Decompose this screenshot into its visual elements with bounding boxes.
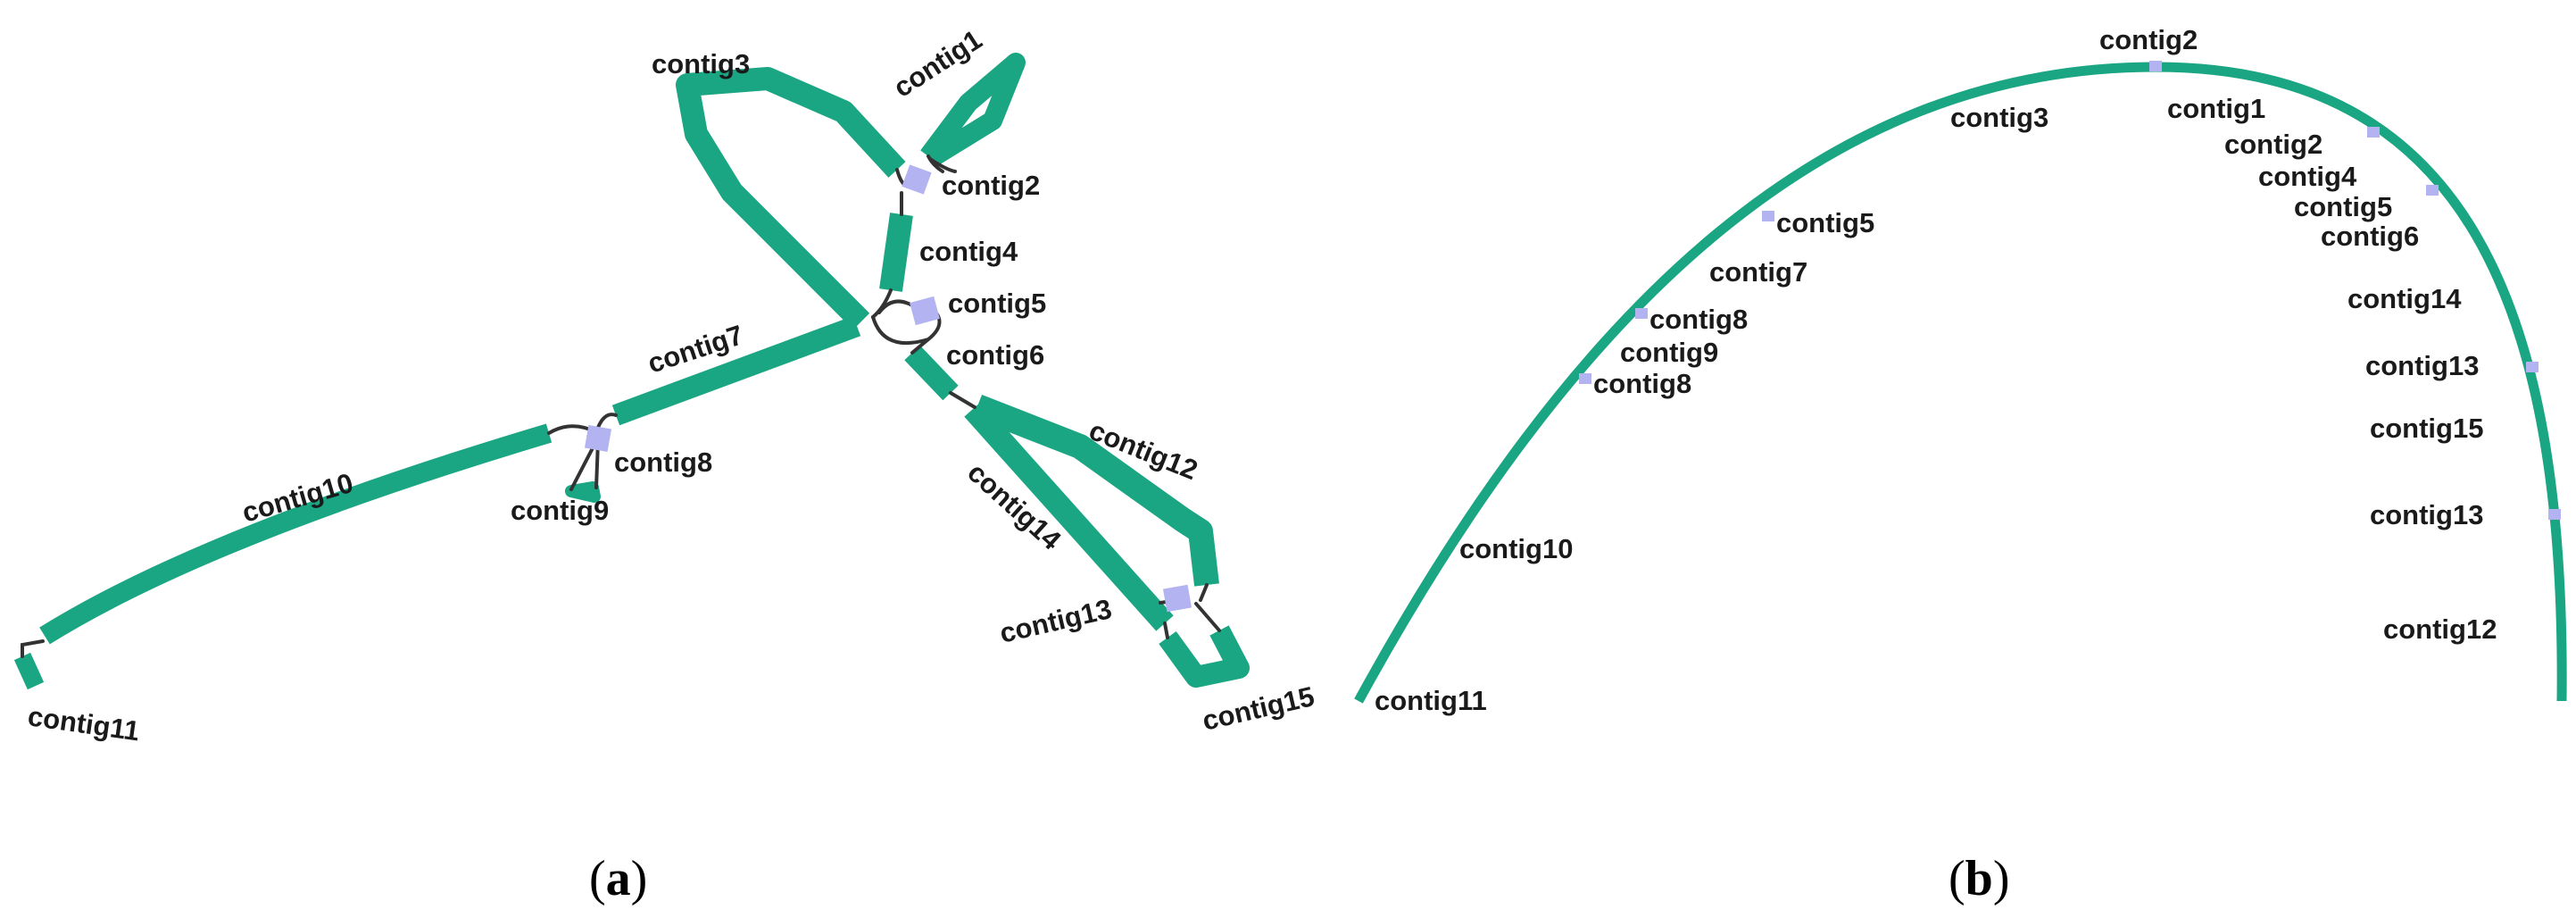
- label-contig8: contig8: [614, 446, 712, 478]
- link-edge: [21, 639, 45, 658]
- junction-node: [2149, 61, 2162, 71]
- label-contig13: contig13: [997, 593, 1115, 649]
- contig6-segment: [904, 345, 959, 401]
- link-edge: [910, 338, 930, 355]
- junction-node: [910, 296, 940, 326]
- contig7-segment: [611, 315, 861, 426]
- label-contig5: contig5: [1776, 207, 1874, 238]
- junction-node: [1162, 584, 1192, 613]
- caption-b: (b): [1949, 851, 2009, 906]
- label-contig11: contig11: [26, 700, 141, 747]
- label-contig4: contig4: [2258, 161, 2357, 192]
- label-contig7: contig7: [1709, 256, 1807, 288]
- label-contig5: contig5: [2294, 191, 2392, 222]
- link-edge: [1163, 622, 1169, 639]
- label-contig10: contig10: [1459, 533, 1573, 564]
- label-contig6: contig6: [2321, 221, 2419, 252]
- junction-node: [902, 164, 932, 195]
- label-contig15: contig15: [1200, 680, 1317, 737]
- contig4-segment: [879, 213, 913, 292]
- contig1-segment: [920, 53, 1026, 168]
- label-contig6: contig6: [946, 339, 1044, 371]
- junction-node: [2548, 509, 2561, 520]
- contig15-segment: [1159, 625, 1250, 688]
- panel-a: contig3 contig1 contig2 contig4 contig5 …: [13, 23, 1317, 906]
- label-contig8: contig8: [1649, 304, 1748, 335]
- label-contig14: contig14: [2347, 283, 2462, 314]
- label-contig2: contig2: [942, 170, 1040, 201]
- link-edge: [871, 288, 893, 319]
- contig10-segment: [39, 423, 553, 645]
- label-contig2: contig2: [2224, 129, 2323, 160]
- junction-node: [1635, 308, 1648, 319]
- link-edge: [1199, 583, 1209, 602]
- junction-node: [2526, 362, 2539, 372]
- label-contig13: contig13: [2365, 350, 2479, 381]
- contig12-segment: [972, 394, 1219, 587]
- label-contig13-b: contig13: [2370, 499, 2483, 530]
- contig3-segment: [676, 67, 906, 330]
- label-contig9: contig9: [511, 495, 609, 526]
- label-contig15: contig15: [2370, 413, 2483, 444]
- junction-node: [584, 424, 612, 453]
- label-contig11: contig11: [1375, 685, 1487, 716]
- link-edge: [949, 391, 976, 409]
- label-contig12: contig12: [2383, 613, 2497, 645]
- junction-node: [2426, 185, 2439, 196]
- caption-a: (a): [589, 851, 647, 906]
- contig11-segment: [13, 652, 45, 690]
- label-contig3: contig3: [652, 48, 750, 79]
- junction-node: [1579, 373, 1591, 384]
- contig9-segment: [565, 481, 601, 503]
- junction-node: [1762, 211, 1774, 221]
- label-contig4: contig4: [919, 236, 1018, 267]
- contig14-segment: [964, 401, 1174, 631]
- link-edge: [877, 299, 914, 314]
- link-edge: [1194, 602, 1221, 632]
- junction-node: [2367, 127, 2380, 138]
- label-contig1: contig1: [2167, 93, 2265, 124]
- label-contig5: contig5: [948, 288, 1046, 319]
- label-contig2-top: contig2: [2099, 24, 2198, 55]
- scaffold-path: [1354, 62, 2567, 704]
- label-contig8-b: contig8: [1593, 368, 1691, 399]
- label-contig9: contig9: [1620, 337, 1718, 368]
- link-edge: [928, 157, 957, 173]
- label-contig3: contig3: [1950, 102, 2048, 133]
- panel-b: contig2 contig3 contig5 contig7 contig8 …: [1354, 24, 2567, 906]
